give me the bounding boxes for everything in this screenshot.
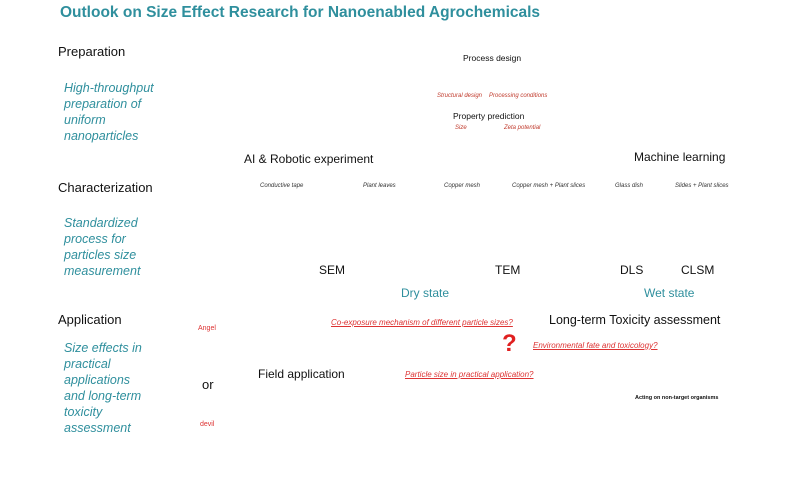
leaf-icon (365, 205, 420, 240)
coexposure-question: Co-exposure mechanism of different parti… (331, 318, 513, 327)
crop-plants (255, 385, 525, 412)
robot-station-icon (345, 66, 380, 138)
preparation-heading: Preparation (58, 44, 126, 59)
dls-label: DLS (620, 263, 644, 277)
drone-icon (250, 315, 308, 336)
copper-mesh-plant-icon (503, 195, 595, 249)
wet-state-label: Wet state (644, 286, 695, 300)
fish-icon (660, 428, 692, 440)
bird-icon (708, 348, 735, 368)
dry-state-label: Dry state (401, 286, 450, 300)
copper-mesh-icon (428, 195, 502, 249)
neural-network-icon (614, 66, 688, 124)
conductive-tape-label: Conductive tape (260, 183, 304, 189)
slides-icon (667, 193, 738, 258)
robot-arm-icon (240, 49, 339, 140)
ruler-icon (172, 175, 228, 211)
or-label: or (202, 377, 214, 392)
environmental-fate-question: Environmental fate and toxicology? (533, 341, 658, 350)
molecule-icon (445, 67, 471, 88)
page-title: Outlook on Size Effect Research for Nano… (60, 4, 541, 21)
plant-leaves-label: Plant leaves (363, 183, 396, 189)
sem-label: SEM (319, 263, 346, 277)
hourglass-icon (556, 358, 600, 438)
computer-icon (600, 54, 746, 150)
clsm-label: CLSM (681, 263, 715, 277)
person-icon (616, 395, 628, 436)
slides-plant-label: Slides + Plant slices (675, 183, 729, 189)
question-mark: ? (502, 330, 517, 357)
nanoparticle-sphere-icon (147, 217, 217, 294)
structural-design-label: Structural design (437, 93, 483, 99)
toxicity-title: Long-term Toxicity assessment (549, 313, 721, 327)
application-description: Size effects in practical applications a… (64, 341, 142, 435)
characterization-heading: Characterization (58, 180, 153, 195)
devil-label: devil (200, 421, 215, 428)
characterization-description: Standardized process for particles size … (64, 216, 141, 278)
ai-robotic-label: AI & Robotic experiment (244, 152, 374, 166)
glass-cuvette-icon (617, 194, 641, 258)
size-label: Size (455, 125, 467, 131)
machine-learning-label: Machine learning (634, 150, 726, 164)
angel-icon (199, 330, 221, 360)
prep-arrows (385, 68, 601, 146)
state-brackets (247, 280, 749, 285)
zeta-potential-label: Zeta potential (504, 125, 541, 131)
flower-icon (659, 327, 685, 353)
copper-mesh-plant-label: Copper mesh + Plant slices (512, 183, 586, 189)
angel-label: Angel (198, 325, 216, 332)
zeta-bar (512, 136, 520, 154)
stirrer-icon (505, 62, 535, 88)
sem-panel (248, 190, 328, 252)
section-dividers (50, 23, 760, 456)
preparation-description: High-throughput preparation of uniform n… (64, 81, 154, 143)
property-prediction-title: Property prediction (453, 111, 525, 121)
copper-mesh-label: Copper mesh (444, 183, 481, 189)
glass-dish-label: Glass dish (615, 183, 644, 189)
application-heading: Application (58, 312, 122, 327)
particle-size-question: Particle size in practical application? (405, 370, 534, 379)
field-soil (252, 412, 540, 442)
field-application-label: Field application (258, 367, 345, 381)
acting-label: Acting on non-target organisms (635, 395, 719, 401)
processing-conditions-label: Processing conditions (489, 93, 548, 99)
application-sphere-icon (147, 348, 205, 419)
duck-icon (705, 413, 734, 440)
process-design-title: Process design (463, 53, 522, 63)
spray-bottle-icon (339, 191, 364, 227)
cow-icon (610, 356, 641, 380)
devil-icon (197, 393, 223, 421)
tem-label: TEM (495, 263, 521, 277)
